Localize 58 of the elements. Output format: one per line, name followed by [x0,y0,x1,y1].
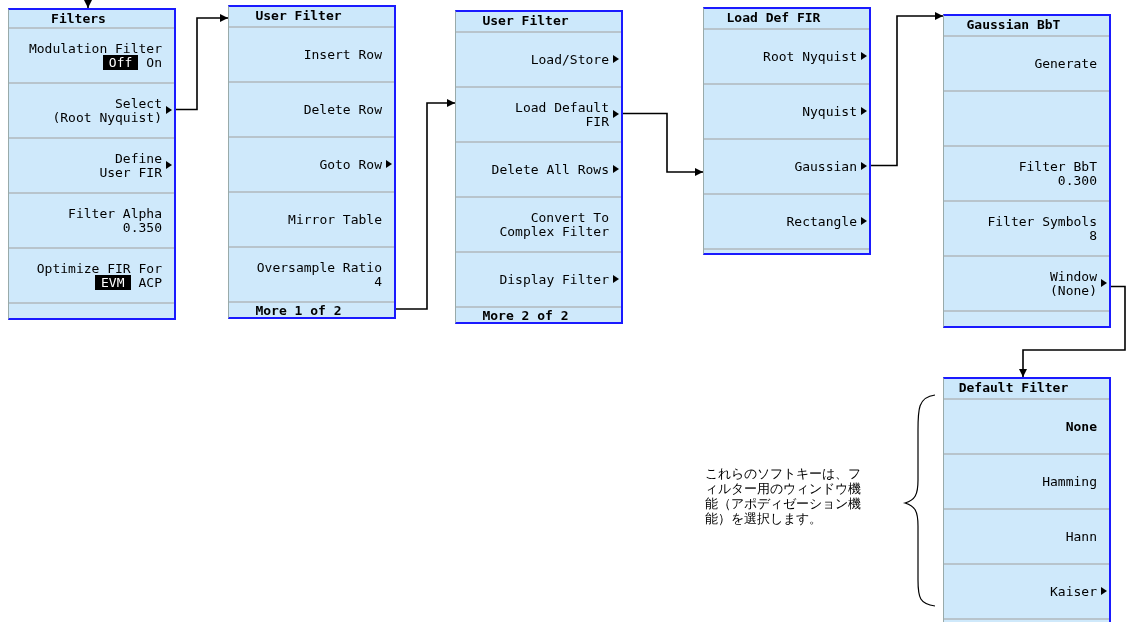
menu-title: Gaussian BbT [965,16,1062,33]
softkey-label: Generate [1034,56,1097,71]
selected-option: EVM [95,274,131,290]
softkey-value: 0.300 [1057,173,1097,188]
menu-footer [704,248,869,253]
softkey-value: (None) [1050,283,1097,298]
softkey-value: 8 [1089,228,1097,243]
more-label: More 2 of 2 [481,308,570,324]
softkey-value: 0.350 [122,220,162,235]
option-label: ACP [138,274,162,290]
softkey-label: Optimize FIR For [36,261,162,276]
softkey-label: Rectangle [786,214,857,229]
softkey-label: Select [115,96,162,111]
menu-footer [229,301,394,317]
menu-title: Filters [50,10,107,27]
softkey-menu [455,10,623,324]
softkey-label: Goto Row [319,157,382,172]
softkey-label: Nyquist [802,104,857,119]
menu-title: User Filter [254,7,343,24]
softkey-menu [943,14,1111,328]
softkey-menu [228,5,396,319]
softkey-value: (Root Nyquist) [52,110,162,125]
selected-option: Off [102,54,139,70]
softkey-label: Hann [1065,529,1097,544]
menu-footer [944,618,1109,622]
softkey-label: Modulation Filter [28,41,162,56]
softkey-label: Display Filter [499,272,609,287]
menu-footer [456,306,621,322]
menu-title: Default Filter [957,379,1070,396]
softkey-menu [703,7,871,255]
annotation-text: これらのソフトキーは、フィルター用のウィンドウ機能（アポディゼーション機能）を選択します。 [705,466,862,526]
more-label: More 1 of 2 [254,303,343,319]
softkey-label: Filter BbT [1018,159,1097,174]
menu-title: User Filter [481,12,570,29]
softkey-label: Delete Row [303,102,382,117]
softkey-label: Hamming [1042,474,1097,489]
softkey-label: Kaiser [1050,584,1097,599]
softkey-label: Oversample Ratio [256,260,382,275]
softkey-label: Gaussian [794,159,857,174]
softkey-label: Convert To Complex Filter [498,210,609,239]
connector-arrow [84,0,92,9]
softkey-menu [8,8,176,320]
softkey-label: Filter Alpha [68,206,162,221]
softkey-label: Load Default FIR [514,100,609,129]
softkey-value: 4 [374,274,382,289]
softkey-label: Define User FIR [98,151,162,180]
softkey-label: Filter Symbols [987,214,1097,229]
softkey-label: Mirror Table [288,212,382,227]
menu-title: Load Def FIR [725,9,822,26]
softkey-label: Root Nyquist [763,49,857,64]
option-label: On [146,54,162,70]
connector-arrow [1019,285,1126,378]
softkey-label: Window [1050,269,1097,284]
softkey-label: Delete All Rows [491,162,609,177]
softkey-label: Insert Row [303,47,382,62]
softkey-label: None [1065,419,1097,434]
softkey-label: Load/Store [530,52,609,67]
softkey-menu [943,377,1111,622]
